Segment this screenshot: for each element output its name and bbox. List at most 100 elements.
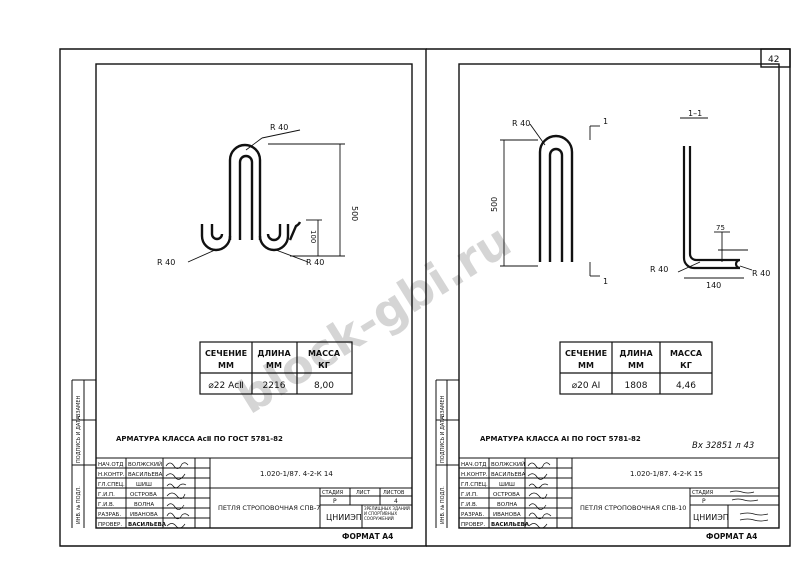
right-th-section-unit: ММ xyxy=(578,361,594,370)
right-handwritten-note: Вх 32851 л 43 xyxy=(692,441,754,451)
left-th-section-unit: ММ xyxy=(218,361,234,370)
right-role-2: ГЛ.СПЕЦ. xyxy=(461,482,488,488)
left-org-sub-wrap: ЗРЕЛИЩНЫХ ЗДАНИЙ И СПОРТИВНЫХ СООРУЖЕНИЙ xyxy=(364,506,410,521)
left-role-5: РАЗРАБ. xyxy=(98,512,121,518)
right-side-strip xyxy=(435,379,459,528)
left-side-label-1: ПОДПИСЬ И ДАТА xyxy=(76,416,82,463)
left-td-length: 2216 xyxy=(263,381,286,391)
right-name-2: ШИШ xyxy=(499,482,515,488)
left-signatures xyxy=(165,462,190,529)
right-role-0: НАЧ.ОТД xyxy=(461,462,487,468)
right-staff-names: ВОЛЖСКИЙ ВАСИЛЬЕВА ШИШ ОСТРОВА ВОЛНА ИВА… xyxy=(491,461,530,528)
right-th-mass: МАССА xyxy=(670,349,703,358)
right-th-length: ДЛИНА xyxy=(619,349,653,358)
left-radius-top: R 40 xyxy=(270,123,288,132)
left-org-sub: ЗРЕЛИЩНЫХ ЗДАНИЙ И СПОРТИВНЫХ СООРУЖЕНИЙ xyxy=(364,506,410,521)
left-th-mass: МАССА xyxy=(308,349,341,358)
watermark: block-gbi.ru xyxy=(227,213,520,424)
left-name-6: ВАСИЛЬЕВА xyxy=(128,522,167,528)
right-role-1: Н.КОНТР. xyxy=(461,472,488,478)
left-stage-v0: Р xyxy=(333,498,337,505)
right-radius-right: R 40 xyxy=(752,269,770,278)
left-role-4: Г.И.В. xyxy=(98,502,115,508)
right-staff-roles: НАЧ.ОТД Н.КОНТР. ГЛ.СПЕЦ. Г.И.П. Г.И.В. … xyxy=(461,462,488,528)
right-name-6: ВАСИЛЬЕВА xyxy=(491,522,530,528)
left-name-5: ИВАНОВА xyxy=(130,512,158,518)
page-number-box xyxy=(760,48,791,68)
left-staff-roles: НАЧ.ОТД Н.КОНТР. ГЛ.СПЕЦ. Г.И.П. Г.И.В. … xyxy=(98,462,125,528)
left-name-1: ВАСИЛЬЕВА xyxy=(128,472,163,478)
right-role-5: РАЗРАБ. xyxy=(461,512,484,518)
left-name-4: ВОЛНА xyxy=(134,502,154,508)
left-side-strip xyxy=(71,379,96,528)
right-org: ЦНИИЭП xyxy=(693,513,729,522)
left-dim-height: 500 xyxy=(350,206,359,221)
left-name-2: ШИШ xyxy=(136,482,152,488)
right-signatures xyxy=(527,462,769,529)
right-side-label-0: ВЗАМЕН xyxy=(440,395,446,417)
left-th-length: ДЛИНА xyxy=(257,349,291,358)
left-org: ЦНИИЭП xyxy=(326,513,362,522)
right-radius-top: R 40 xyxy=(512,119,530,128)
right-td-mass: 4,46 xyxy=(676,381,696,391)
left-dimension-lines xyxy=(187,129,345,263)
right-name-0: ВОЛЖСКИЙ xyxy=(491,461,525,468)
right-name-4: ВОЛНА xyxy=(497,502,517,508)
left-name-3: ОСТРОВА xyxy=(130,492,157,498)
right-role-4: Г.И.В. xyxy=(461,502,478,508)
left-side-label-2: ИНВ. № ПОДЛ. xyxy=(76,486,82,524)
right-dim-small: 75 xyxy=(716,224,725,232)
left-loop-drawing xyxy=(200,143,302,252)
left-doc-code: 1.020-1/87. 4-2-К 14 xyxy=(260,470,333,478)
left-td-mass: 8,00 xyxy=(314,381,334,391)
right-dimension-lines xyxy=(500,117,753,279)
right-td-length: 1808 xyxy=(625,381,648,391)
right-doc-code: 1.020-1/87. 4-2-К 15 xyxy=(630,470,703,478)
left-th-length-unit: ММ xyxy=(266,361,282,370)
left-dim-small: 100 xyxy=(309,230,317,243)
left-format: ФОРМАТ А4 xyxy=(342,532,393,541)
left-role-0: НАЧ.ОТД xyxy=(98,462,124,468)
right-side-label-1: ПОДПИСЬ И ДАТА xyxy=(440,416,446,463)
right-name-1: ВАСИЛЬЕВА xyxy=(491,472,526,478)
right-format: ФОРМАТ А4 xyxy=(706,532,757,541)
right-sheet-title: ПЕТЛЯ СТРОПОВОЧНАЯ СПВ-10 xyxy=(580,504,686,512)
right-dim-height: 500 xyxy=(490,197,499,212)
right-name-5: ИВАНОВА xyxy=(493,512,521,518)
left-role-1: Н.КОНТР. xyxy=(98,472,125,478)
right-cut-mark-bottom: 1 xyxy=(603,277,608,286)
left-stage-h0: СТАДИЯ xyxy=(322,490,343,496)
right-th-length-unit: ММ xyxy=(628,361,644,370)
left-title-block xyxy=(95,457,413,529)
left-role-2: ГЛ.СПЕЦ. xyxy=(98,482,125,488)
right-cut-mark-top: 1 xyxy=(603,117,608,126)
left-stage-h2: ЛИСТОВ xyxy=(383,490,405,496)
right-loop-drawing xyxy=(538,134,574,262)
left-side-label-0: ВЗАМЕН xyxy=(76,395,82,417)
right-title-block xyxy=(458,457,780,529)
page-number: 42 xyxy=(768,55,779,65)
right-td-section: ⌀20 АⅠ xyxy=(572,381,601,391)
right-th-section: СЕЧЕНИЕ xyxy=(565,349,607,358)
left-spec-table xyxy=(199,341,353,395)
left-staff-names: ВОЛЖСКИЙ ВАСИЛЬЕВА ШИШ ОСТРОВА ВОЛНА ИВА… xyxy=(128,461,167,528)
right-role-6: ПРОВЕР. xyxy=(461,522,485,528)
right-stage-v0: Р xyxy=(702,498,706,505)
right-section-label: 1–1 xyxy=(688,109,702,118)
right-name-3: ОСТРОВА xyxy=(493,492,520,498)
right-radius-left: R 40 xyxy=(650,265,668,274)
right-spec-table xyxy=(559,341,713,395)
right-section-drawing xyxy=(682,146,741,270)
left-role-3: Г.И.П. xyxy=(98,492,115,498)
left-radius-right: R 40 xyxy=(306,258,324,267)
right-steel-note: АРМАТУРА КЛАССА АⅠ ПО ГОСТ 5781-82 xyxy=(480,435,641,443)
right-sheet-border xyxy=(426,48,791,547)
right-role-3: Г.И.П. xyxy=(461,492,478,498)
left-td-section: ⌀22 АcⅡ xyxy=(208,381,243,391)
left-steel-note: АРМАТУРА КЛАССА АсⅡ ПО ГОСТ 5781-82 xyxy=(116,435,283,443)
left-th-section: СЕЧЕНИЕ xyxy=(205,349,247,358)
right-side-label-2: ИНВ. № ПОДЛ. xyxy=(440,486,446,524)
left-radius-left: R 40 xyxy=(157,258,175,267)
left-sheet-title: ПЕТЛЯ СТРОПОВОЧНАЯ СПВ-7 xyxy=(218,504,320,512)
